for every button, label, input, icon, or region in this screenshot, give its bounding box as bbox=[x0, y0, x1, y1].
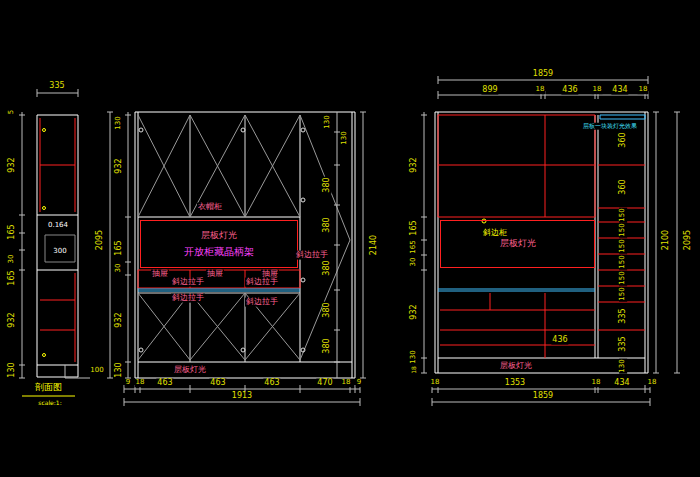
dimension-text: 463 bbox=[156, 379, 173, 388]
dimension-text: 18 bbox=[135, 379, 146, 387]
dimension-text: 150 bbox=[619, 254, 627, 269]
dimension-text: 165 bbox=[8, 269, 17, 286]
panel-label: 层板灯光 bbox=[499, 239, 537, 249]
dimension-text: 150 bbox=[619, 238, 627, 253]
dimension-text: 165 bbox=[410, 219, 419, 236]
dimension-text: 18 bbox=[638, 86, 649, 94]
dimension-text: 18 bbox=[411, 365, 418, 375]
dimension-text: 9 bbox=[125, 379, 131, 387]
dimension-text: 30 bbox=[115, 263, 123, 274]
dimension-text: 2095 bbox=[96, 229, 105, 251]
dimension-text: 360 bbox=[619, 178, 628, 195]
dimension-text: 380 bbox=[323, 301, 332, 318]
dimension-text: 18 bbox=[430, 379, 441, 387]
dimension-text: 463 bbox=[263, 379, 280, 388]
dimension-text: 436 bbox=[551, 336, 568, 345]
dimension-text: 1859 bbox=[532, 70, 554, 79]
dimension-text: 130 bbox=[115, 361, 124, 378]
dimension-text: 2095 bbox=[684, 229, 693, 251]
dimension-text: 434 bbox=[611, 86, 628, 95]
dimension-text: 360 bbox=[619, 131, 628, 148]
dimension-text: 18 bbox=[592, 86, 603, 94]
dimension-text: 300 bbox=[52, 248, 67, 256]
dimension-text: 434 bbox=[613, 379, 630, 388]
dimension-text: 18 bbox=[535, 86, 546, 94]
annotation-text: 层板灯光 bbox=[173, 366, 207, 375]
annotation-text: 抽屉 bbox=[206, 270, 224, 279]
dimension-text: 899 bbox=[481, 86, 498, 95]
annotation-text: scale:1: bbox=[37, 400, 62, 407]
dimension-text: 436 bbox=[561, 86, 578, 95]
dimension-text: 463 bbox=[209, 379, 226, 388]
dimension-text: 2140 bbox=[370, 234, 379, 256]
dimension-text: 130 bbox=[8, 361, 17, 378]
dimension-text: 380 bbox=[323, 176, 332, 193]
panel-label: 层板灯光 bbox=[200, 231, 238, 241]
dimension-text: 130 bbox=[410, 349, 418, 364]
dimension-text: 0.164 bbox=[47, 222, 69, 230]
dimension-text: 1353 bbox=[504, 379, 526, 388]
annotation-text: 斜边柜 bbox=[482, 229, 508, 238]
dimension-text: 130 bbox=[324, 114, 332, 129]
dimension-text: 165 bbox=[8, 223, 17, 240]
annotation-text: 斜边拉手 bbox=[245, 278, 279, 287]
dimension-text: 2100 bbox=[662, 229, 671, 251]
annotation-text: 层板灯光 bbox=[499, 362, 533, 371]
dimension-text: 932 bbox=[410, 156, 419, 173]
dimension-text: 335 bbox=[48, 82, 65, 91]
dimension-text: 932 bbox=[115, 311, 124, 328]
annotation-text: 抽屉 bbox=[151, 270, 169, 279]
annotation-text: 斜边拉手 bbox=[171, 278, 205, 287]
dimension-text: 130 bbox=[619, 358, 627, 373]
dimension-text: 165 bbox=[410, 239, 418, 254]
panel-label: 开放柜藏晶柄架 bbox=[183, 246, 255, 257]
front-elevation bbox=[107, 112, 366, 406]
annotation-text: 层板一块装灯光效果 bbox=[582, 123, 638, 130]
dimension-text: 130 bbox=[341, 130, 349, 145]
dimension-text: 18 bbox=[341, 379, 352, 387]
annotation-text: 剖面图 bbox=[34, 383, 63, 393]
dimension-text: 932 bbox=[115, 157, 124, 174]
dimension-text: 150 bbox=[619, 270, 627, 285]
dimension-text: 150 bbox=[619, 207, 627, 222]
dimension-text: 470 bbox=[316, 379, 333, 388]
dimension-text: 932 bbox=[8, 311, 17, 328]
dimension-text: 1859 bbox=[532, 392, 554, 401]
dimension-text: 100 bbox=[89, 367, 104, 375]
annotation-text: 斜边拉手 bbox=[245, 298, 279, 307]
dimension-text: 30 bbox=[8, 254, 16, 265]
dimension-text: 130 bbox=[115, 115, 123, 130]
dimension-text: 165 bbox=[115, 239, 124, 256]
dimension-text: 1913 bbox=[231, 392, 253, 401]
interior-elevation bbox=[421, 76, 680, 406]
dimension-text: 335 bbox=[619, 307, 628, 324]
dimension-text: 9 bbox=[356, 379, 362, 387]
dimension-text: 380 bbox=[323, 337, 332, 354]
cabinet-panel: 层板灯光 bbox=[440, 220, 595, 268]
dimension-text: 30 bbox=[410, 257, 418, 268]
section-view bbox=[19, 89, 90, 396]
cabinet-panel: 层板灯光开放柜藏晶柄架 bbox=[140, 220, 298, 268]
dimension-text: 932 bbox=[410, 303, 419, 320]
dimension-text: 150 bbox=[619, 286, 627, 301]
dimension-text: 380 bbox=[323, 259, 332, 276]
dimension-text: 5 bbox=[8, 109, 16, 115]
dimension-text: 150 bbox=[619, 222, 627, 237]
annotation-text: 斜边拉手 bbox=[295, 251, 329, 260]
dimension-text: 380 bbox=[323, 216, 332, 233]
annotation-text: 衣帽柜 bbox=[197, 203, 223, 212]
dimension-text: 18 bbox=[591, 379, 602, 387]
dimension-text: 18 bbox=[647, 379, 658, 387]
dimension-text: 335 bbox=[619, 335, 628, 352]
dimension-text: 932 bbox=[8, 156, 17, 173]
annotation-text: 斜边拉手 bbox=[171, 294, 205, 303]
